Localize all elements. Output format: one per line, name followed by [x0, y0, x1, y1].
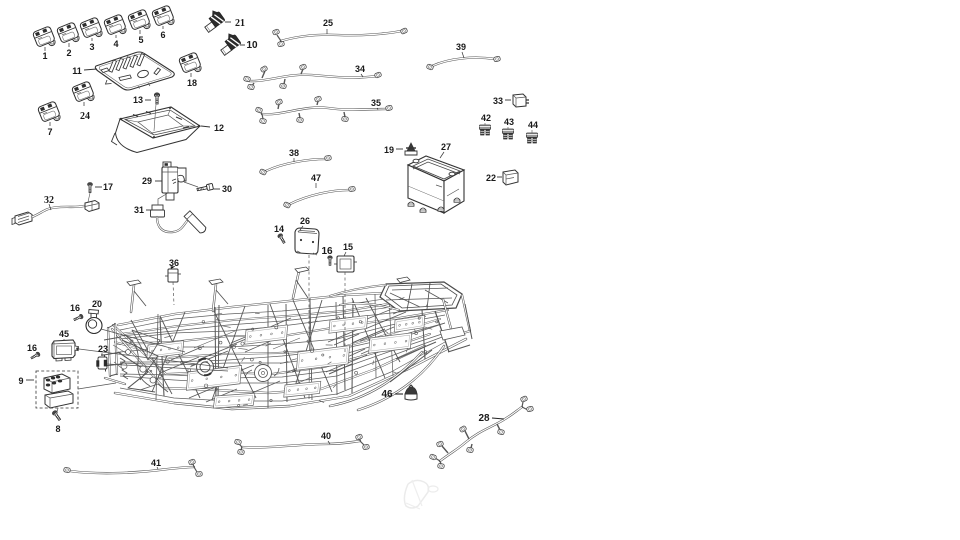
svg-text:19: 19: [384, 145, 394, 155]
svg-text:4: 4: [113, 39, 118, 49]
svg-text:46: 46: [381, 389, 393, 400]
svg-text:36: 36: [169, 258, 179, 268]
svg-text:20: 20: [92, 299, 102, 309]
svg-text:24: 24: [80, 111, 90, 122]
svg-text:5: 5: [138, 35, 143, 45]
svg-text:10: 10: [246, 40, 258, 51]
svg-text:40: 40: [321, 431, 331, 441]
svg-text:41: 41: [151, 458, 161, 468]
svg-text:16: 16: [27, 343, 37, 353]
svg-text:38: 38: [289, 148, 299, 158]
svg-text:32: 32: [44, 195, 54, 206]
svg-text:39: 39: [456, 42, 466, 52]
svg-text:29: 29: [142, 176, 152, 186]
svg-text:13: 13: [133, 95, 143, 105]
svg-text:44: 44: [528, 120, 538, 130]
svg-text:2: 2: [66, 48, 71, 58]
svg-text:27: 27: [441, 142, 451, 152]
svg-text:21: 21: [235, 18, 245, 29]
svg-text:33: 33: [493, 96, 503, 106]
svg-text:25: 25: [323, 18, 333, 28]
svg-text:15: 15: [343, 242, 353, 252]
svg-text:6: 6: [160, 30, 165, 40]
svg-text:35: 35: [371, 98, 381, 108]
svg-text:16: 16: [70, 303, 80, 313]
svg-text:18: 18: [187, 78, 197, 88]
svg-text:31: 31: [134, 205, 144, 215]
svg-text:28: 28: [478, 413, 490, 424]
svg-text:34: 34: [355, 64, 365, 74]
svg-text:23: 23: [98, 344, 108, 354]
svg-text:47: 47: [311, 173, 321, 183]
svg-text:45: 45: [59, 329, 69, 339]
svg-text:3: 3: [89, 42, 94, 52]
svg-text:8: 8: [55, 424, 60, 434]
svg-text:26: 26: [300, 216, 310, 226]
svg-text:11: 11: [72, 66, 82, 76]
svg-text:16: 16: [321, 246, 333, 257]
svg-text:30: 30: [222, 184, 232, 194]
svg-text:22: 22: [486, 173, 496, 183]
svg-text:1: 1: [42, 51, 47, 61]
svg-text:7: 7: [47, 127, 52, 137]
svg-text:17: 17: [103, 182, 113, 192]
svg-text:9: 9: [18, 376, 23, 386]
svg-text:14: 14: [274, 224, 284, 234]
svg-text:43: 43: [504, 117, 514, 127]
svg-text:42: 42: [481, 113, 491, 123]
svg-text:12: 12: [214, 123, 224, 133]
